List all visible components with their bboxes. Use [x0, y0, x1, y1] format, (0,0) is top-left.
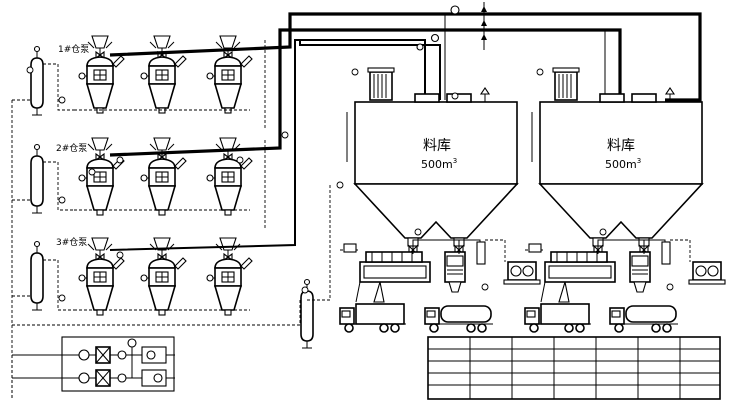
instrument-tags	[26, 66, 674, 302]
silo-2-capacity: 500m3	[605, 157, 641, 171]
compressor-station	[11, 336, 175, 400]
vent-markers	[416, 2, 487, 51]
pump-grid	[78, 35, 253, 316]
pump-row-label-1: 1#仓泵	[58, 43, 89, 55]
conveying-pipes	[109, 12, 702, 251]
air-supply-lines	[11, 40, 331, 400]
silo-2-title: 料库	[607, 138, 635, 154]
pump-row-label-3: 3#仓泵	[56, 236, 87, 248]
legend-table	[427, 336, 721, 400]
silo-2-dust-filter	[552, 67, 580, 101]
silo-1-blower	[503, 261, 541, 285]
pump-row-label-2: 2#仓泵	[56, 142, 87, 154]
silo-2-blower	[688, 261, 726, 285]
silo-1-title: 料库	[423, 138, 451, 154]
silo-1-dust-filter	[367, 67, 395, 101]
discharge-piping	[340, 239, 691, 265]
silo-1-capacity: 500m3	[421, 157, 457, 171]
